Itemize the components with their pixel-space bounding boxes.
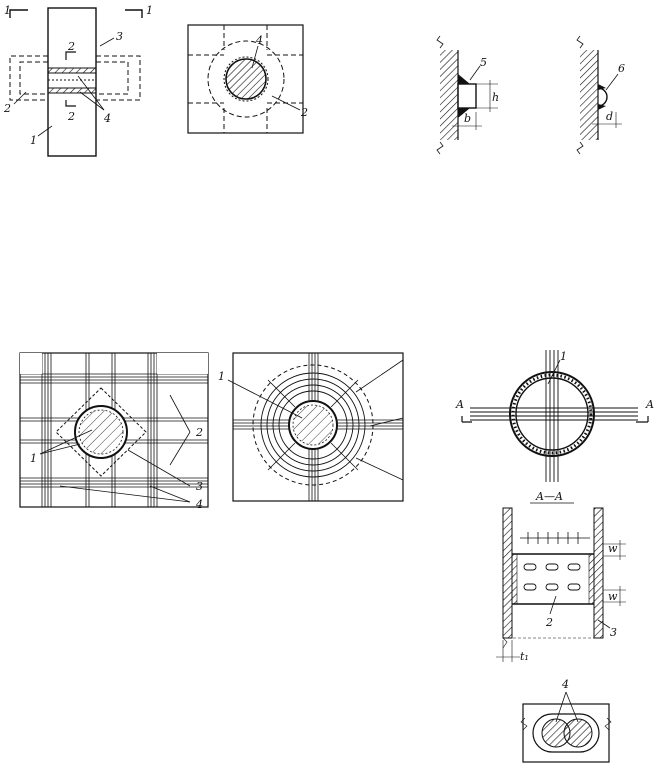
fig-section-A-A: A—A w w 2 3 t₁ bbox=[496, 490, 626, 663]
wall-hatched-6 bbox=[580, 50, 598, 140]
rebar-bundles-square-1 bbox=[20, 353, 208, 507]
slot-holes bbox=[523, 563, 581, 591]
label-2-rebar: 2 bbox=[195, 426, 203, 439]
inner-liner-left bbox=[511, 553, 518, 605]
fig-bar-detail-6: d 6 bbox=[576, 35, 625, 155]
label-2-plate: 2 bbox=[545, 616, 553, 629]
stud-row bbox=[520, 532, 590, 544]
steel-tube-outer bbox=[509, 371, 595, 457]
label-1-column-sq: 1 bbox=[30, 452, 37, 465]
fig-slab-ring-bars: 1 bbox=[218, 352, 404, 502]
stadium-outline bbox=[532, 713, 600, 753]
inner-liner-right bbox=[588, 553, 595, 605]
dim-w-lower: w bbox=[608, 590, 618, 603]
label-3-wall: 3 bbox=[610, 626, 617, 639]
section-mark-1-right: 1 bbox=[146, 4, 153, 17]
bar-right-hatched bbox=[563, 718, 593, 748]
tube-wall-right bbox=[593, 507, 604, 639]
fig-plan-section-2-2: 4 2 bbox=[187, 24, 308, 134]
label-2-slab: 2 bbox=[300, 106, 308, 119]
section-A-left: A bbox=[455, 398, 464, 411]
stiffener-bar bbox=[457, 83, 477, 109]
plate-outline bbox=[522, 703, 610, 763]
label-3-ring: 3 bbox=[196, 480, 203, 493]
tube-wall-left bbox=[502, 507, 513, 639]
label-4-plate: 4 bbox=[103, 112, 111, 125]
dim-w-upper: w bbox=[608, 542, 618, 555]
fig-circular-section-A: 1 A A bbox=[455, 350, 654, 482]
section-mark-2-bottom: 2 bbox=[67, 110, 75, 123]
label-1-column-ring: 1 bbox=[218, 370, 225, 383]
fig-joint-elevation: 1 1 2 2 3 2 1 4 bbox=[3, 4, 153, 157]
label-1-tube: 1 bbox=[560, 350, 567, 363]
wall-hatched-5 bbox=[440, 50, 458, 140]
label-6: 6 bbox=[618, 62, 625, 75]
dim-d: d bbox=[606, 110, 613, 123]
slab-square-1 bbox=[19, 352, 209, 508]
diamond-ring bbox=[55, 387, 147, 477]
round-bar bbox=[597, 87, 608, 107]
label-4-ring: 4 bbox=[255, 34, 263, 47]
label-4-bars-pair: 4 bbox=[561, 678, 569, 691]
stiffener-plate-bottom bbox=[47, 87, 97, 94]
column-outline bbox=[47, 7, 97, 157]
fig-slab-orthogonal-bars: 1 2 3 4 bbox=[19, 352, 209, 511]
dim-b: b bbox=[464, 112, 471, 125]
ring-bar-3 bbox=[260, 372, 366, 478]
stiffener-plate-top bbox=[47, 67, 97, 74]
section-mark-1-left: 1 bbox=[4, 4, 11, 17]
beam-left-dashed bbox=[9, 55, 48, 101]
label-2-beam: 2 bbox=[3, 102, 11, 115]
column-section-hatched bbox=[225, 58, 267, 100]
ring-plate-dashed bbox=[207, 40, 285, 118]
section-A-right: A bbox=[645, 398, 654, 411]
section-title-A-A: A—A bbox=[535, 490, 563, 503]
label-4-bars: 4 bbox=[195, 498, 203, 511]
label-5: 5 bbox=[480, 56, 487, 69]
dim-t1: t₁ bbox=[520, 650, 529, 663]
fig-stiffener-detail-5: h b 5 bbox=[436, 35, 499, 155]
dim-h: h bbox=[492, 91, 499, 104]
beam-right-dashed bbox=[96, 55, 141, 101]
fig-double-bar-section: 4 bbox=[520, 678, 612, 763]
section-mark-2-top: 2 bbox=[67, 40, 75, 53]
label-1-column: 1 bbox=[30, 134, 37, 147]
label-3-beam: 3 bbox=[116, 30, 123, 43]
slab-outline bbox=[187, 24, 304, 134]
